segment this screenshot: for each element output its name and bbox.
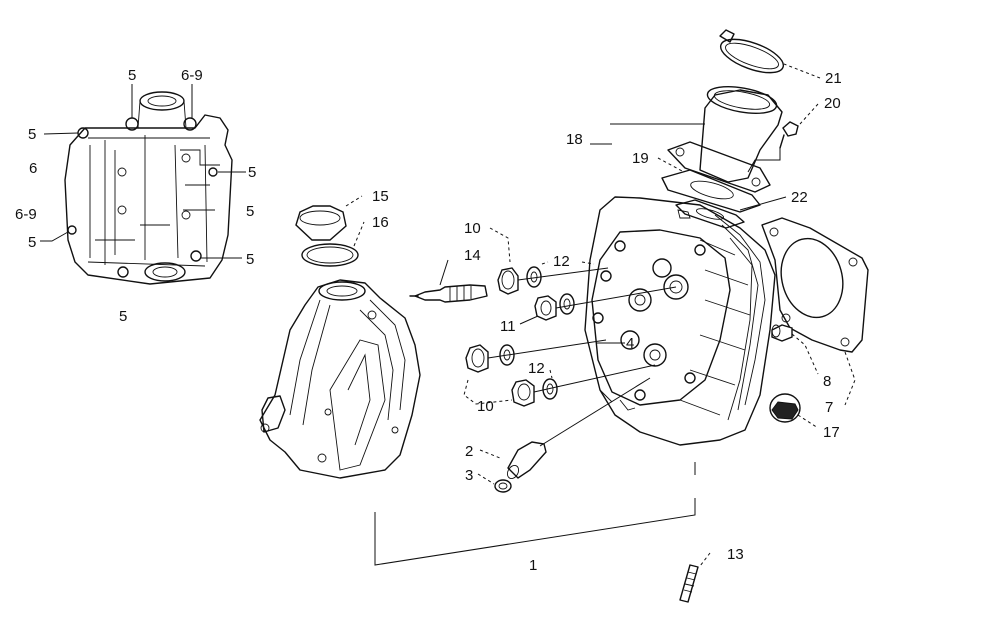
valve-guide (506, 441, 547, 480)
callout-15: 15 (372, 188, 389, 205)
intake-pipe (667, 86, 783, 193)
stud-bolt (679, 564, 699, 603)
callout-8: 8 (823, 373, 831, 390)
callout-18: 18 (566, 131, 583, 148)
leader-lines (40, 63, 856, 567)
screw (779, 121, 799, 149)
callout-5: 5 (28, 234, 36, 251)
cylinder-head-top-view (64, 91, 233, 285)
dowel-pin (771, 324, 793, 342)
cylinder-head (584, 196, 776, 446)
callout-4: 4 (626, 335, 634, 352)
callout-labels: 5 6-9 5 6 5 6-9 5 5 5 5 15 16 10 14 12 1… (15, 67, 842, 574)
callout-10: 10 (464, 220, 481, 237)
callout-17: 17 (823, 424, 840, 441)
spark-plug (409, 284, 488, 303)
o-ring-small (494, 479, 512, 493)
oil-filler-cap (295, 205, 347, 241)
callout-5: 5 (248, 164, 256, 181)
callout-10: 10 (477, 398, 494, 415)
head-gasket (761, 217, 869, 353)
acorn-nut-lower-left (465, 344, 489, 373)
callout-12: 12 (553, 253, 570, 270)
acorn-nut-lower (511, 379, 535, 407)
callout-11: 11 (500, 318, 516, 335)
callout-19: 19 (632, 150, 649, 167)
callout-13: 13 (727, 546, 744, 563)
callout-2: 2 (465, 443, 473, 460)
hose-clamp (719, 29, 785, 74)
callout-5: 5 (119, 308, 127, 325)
callout-14: 14 (464, 247, 481, 264)
acorn-nut-upper (497, 267, 519, 295)
intake-gasket (675, 199, 745, 229)
callout-3: 3 (465, 467, 473, 484)
callout-5: 5 (246, 203, 254, 220)
callout-21: 21 (825, 70, 842, 87)
o-ring (301, 243, 359, 267)
callout-6-9: 6-9 (15, 206, 37, 223)
callout-6-9: 6-9 (181, 67, 203, 84)
intake-insulator (661, 169, 761, 213)
callout-5: 5 (128, 67, 136, 84)
callout-5: 5 (28, 126, 36, 143)
callout-6: 6 (29, 160, 37, 177)
callout-1: 1 (529, 557, 537, 574)
valve-cover (259, 279, 421, 479)
callout-16: 16 (372, 214, 389, 231)
callout-20: 20 (824, 95, 841, 112)
callout-5: 5 (246, 251, 254, 268)
flange-nut (534, 295, 557, 321)
callout-22: 22 (791, 189, 808, 206)
callout-12: 12 (528, 360, 545, 377)
plug-cap (769, 393, 801, 423)
callout-7: 7 (825, 399, 833, 416)
